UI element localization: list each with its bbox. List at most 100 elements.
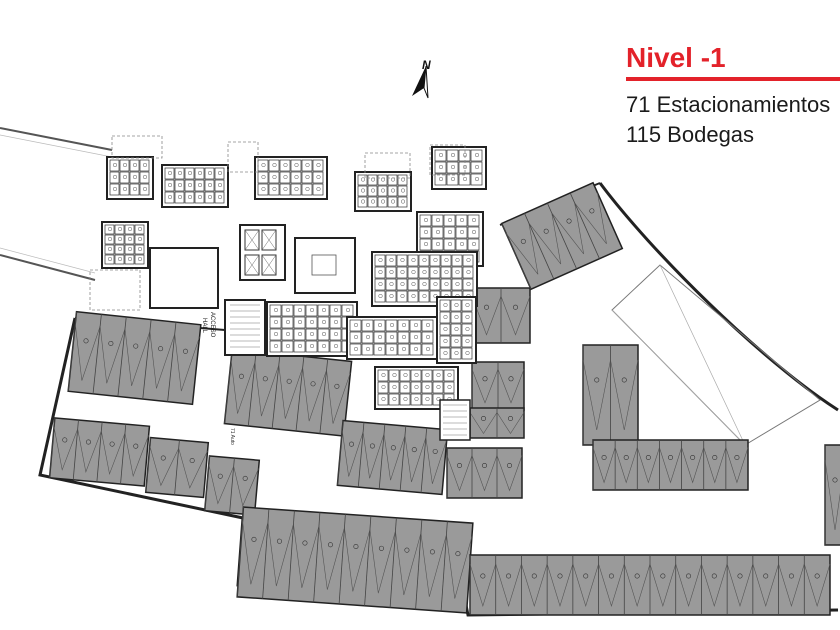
- stall-number: [711, 573, 717, 579]
- storage-number: [433, 257, 438, 263]
- storage-unit: [124, 224, 135, 235]
- stall-number: [242, 475, 248, 481]
- storage-number: [381, 384, 386, 390]
- storage-number: [107, 256, 113, 262]
- storage-number: [465, 302, 470, 308]
- storage-number: [381, 372, 386, 378]
- storage-number: [447, 241, 453, 247]
- storage-number: [177, 194, 183, 200]
- storage-unit: [385, 319, 398, 332]
- storage-number: [370, 188, 376, 193]
- storage-number: [471, 229, 477, 235]
- storage-unit: [114, 224, 125, 235]
- stall-mark: [278, 365, 303, 419]
- storage-unit: [446, 161, 459, 174]
- stall-mark: [726, 563, 754, 608]
- storage-unit: [377, 393, 389, 406]
- storage-number: [413, 334, 419, 340]
- stall-number: [334, 383, 340, 389]
- storage-unit: [396, 254, 408, 267]
- storage-unit: [467, 214, 480, 227]
- storage-unit: [104, 224, 115, 235]
- access-line: [0, 254, 96, 281]
- storage-unit: [462, 278, 474, 291]
- storage-unit: [377, 369, 389, 382]
- parking-block: [48, 417, 151, 487]
- stall-mark: [318, 525, 345, 590]
- storage-number: [401, 322, 407, 328]
- storage-number: [167, 170, 173, 176]
- storage-number: [392, 396, 397, 402]
- storage-number: [142, 174, 148, 180]
- storage-number: [389, 269, 394, 275]
- stall-number: [238, 373, 244, 379]
- parking-block: [236, 506, 474, 614]
- storage-number: [365, 334, 371, 340]
- storage-number: [207, 170, 213, 176]
- stall-number: [520, 238, 526, 244]
- storage-unit: [440, 266, 452, 279]
- storage-number: [117, 246, 123, 252]
- storage-number: [474, 176, 480, 182]
- storage-unit: [373, 331, 386, 344]
- storage-unit: [257, 171, 269, 184]
- stall-number: [481, 462, 487, 468]
- stall-mark: [178, 448, 208, 489]
- stall-mark: [383, 433, 406, 481]
- storage-unit: [388, 381, 400, 394]
- storage-unit: [458, 173, 471, 186]
- storage-unit: [385, 278, 397, 291]
- parking-count: 71 Estacionamientos: [626, 92, 831, 117]
- stall-mark: [101, 431, 126, 476]
- stall-number: [506, 462, 512, 468]
- light-well: [429, 144, 466, 176]
- stall-number: [788, 573, 794, 579]
- storage-number: [400, 293, 405, 299]
- storage-number: [438, 176, 444, 182]
- parking-area: [824, 444, 840, 546]
- storage-number: [435, 241, 441, 247]
- stall-mark: [326, 370, 351, 424]
- stall-mark: [582, 359, 611, 431]
- storage-unit: [194, 191, 205, 204]
- stall-mark: [446, 455, 473, 492]
- storage-unit: [388, 393, 400, 406]
- storage-unit: [301, 183, 313, 196]
- storage-number: [474, 152, 480, 158]
- storage-number: [447, 217, 453, 223]
- building-core: [89, 135, 471, 441]
- elevator-shaft: [244, 229, 260, 251]
- legend: Nivel -1 71 Estacionamientos 115 Bodegas: [626, 42, 840, 152]
- storage-unit: [374, 290, 386, 303]
- storage-number: [197, 182, 203, 188]
- storage-unit: [119, 159, 130, 172]
- storage-number: [390, 199, 396, 204]
- stall-mark: [404, 435, 427, 483]
- storage-number: [137, 226, 143, 232]
- stall-mark: [623, 563, 651, 608]
- storage-number: [273, 319, 279, 325]
- storage-unit: [462, 254, 474, 267]
- storage-unit: [450, 347, 462, 360]
- storage-number: [273, 307, 279, 313]
- stall-mark: [344, 527, 371, 592]
- storage-number: [377, 346, 383, 352]
- light-well: [111, 135, 163, 159]
- stall-number: [608, 573, 614, 579]
- storage-unit: [257, 183, 269, 196]
- stall-number: [508, 376, 514, 382]
- storage-number: [132, 186, 138, 192]
- storage-number: [422, 293, 427, 299]
- storage-unit: [450, 311, 462, 324]
- storage-unit: [385, 254, 397, 267]
- storage-number: [380, 199, 386, 204]
- storage-number: [390, 188, 396, 193]
- stall-divider: [145, 437, 151, 493]
- storage-unit: [312, 159, 324, 172]
- storage-number: [443, 314, 448, 320]
- storage-number: [217, 194, 223, 200]
- storage-number: [425, 322, 431, 328]
- storage-unit: [373, 319, 386, 332]
- storage-number: [425, 346, 431, 352]
